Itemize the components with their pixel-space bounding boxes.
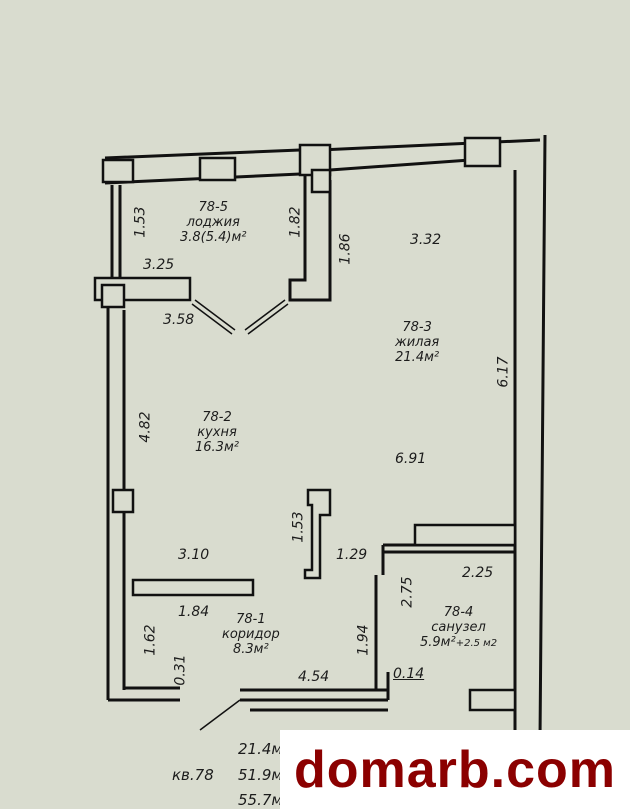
dim-3-25: 3.25 (143, 257, 175, 273)
living-area: 21.4м (238, 740, 283, 758)
room-area: 5.9м² (420, 635, 456, 650)
dim-0-14: 0.14 (393, 666, 425, 682)
room-name: жилая (395, 335, 440, 350)
dim-3-10: 3.10 (178, 547, 210, 563)
dim-1-86: 1.86 (337, 233, 354, 265)
column (111, 488, 135, 514)
dim-1-94: 1.94 (355, 624, 372, 656)
dim-3-32: 3.32 (410, 232, 442, 248)
bath-fixtures (413, 523, 517, 547)
shaft (303, 488, 332, 580)
room-area: 3.8(5.4)м² (180, 230, 247, 245)
room-area: 21.4м² (395, 350, 440, 365)
column (310, 168, 332, 194)
dim-4-82: 4.82 (137, 411, 154, 443)
dim-3-58: 3.58 (163, 312, 195, 328)
dim-0-31: 0.31 (172, 654, 189, 686)
room-78-1: 78-1 коридор 8.3м² (222, 612, 280, 657)
room-name: кухня (197, 425, 237, 440)
watermark: domarb.com (280, 730, 630, 809)
window-pier (198, 156, 237, 182)
room-name: коридор (222, 627, 280, 642)
dim-1-53: 1.53 (132, 206, 149, 238)
room-78-3: 78-3 жилая 21.4м² (395, 320, 439, 365)
dim-1-84: 1.84 (178, 604, 210, 620)
column (101, 158, 135, 184)
room-area-extra: +2.5 м2 (455, 638, 498, 649)
left-wall (106, 185, 126, 700)
loggia-inner-wall (288, 150, 332, 302)
right-wall (513, 134, 547, 741)
room-78-2: 78-2 кухня 16.3м² (195, 410, 239, 455)
watermark-text: domarb.com (293, 740, 617, 799)
apartment-number: кв.78 (172, 766, 214, 784)
total-area: 51.9м (238, 766, 283, 784)
column (100, 283, 126, 309)
room-id: 78-3 (402, 320, 432, 335)
dim-1-62: 1.62 (142, 624, 159, 656)
room-id: 78-4 (443, 605, 474, 620)
dim-4-54: 4.54 (298, 669, 330, 685)
loggia-door-left (191, 299, 236, 335)
dim-6-91: 6.91 (395, 451, 427, 467)
dim-2-25: 2.25 (462, 565, 494, 581)
dim-1-82: 1.82 (287, 206, 304, 238)
room-id: 78-2 (202, 410, 232, 425)
room-name: лоджия (186, 215, 240, 230)
column (463, 136, 502, 168)
dim-1-53-shaft: 1.53 (290, 511, 307, 543)
room-78-5: 78-5 лоджия 3.8(5.4)м² (180, 200, 247, 245)
room-id: 78-1 (236, 612, 266, 627)
kitchen-counter (131, 578, 255, 597)
room-78-4: 78-4 санузел 5.9м²+2.5 м2 (420, 605, 497, 651)
room-name: санузел (431, 620, 486, 635)
dim-1-29: 1.29 (336, 547, 368, 563)
bath-door-frame (468, 688, 517, 712)
total-area-with-loggia: 55.7м (238, 791, 283, 809)
room-area: 8.3м² (233, 642, 269, 657)
room-id: 78-5 (198, 200, 229, 215)
bottom-wall (108, 672, 390, 712)
dim-6-17: 6.17 (495, 356, 512, 388)
leader-line (199, 699, 241, 731)
loggia-door-right (244, 299, 289, 335)
room-area: 16.3м² (195, 440, 239, 455)
dim-2-75: 2.75 (399, 576, 416, 608)
